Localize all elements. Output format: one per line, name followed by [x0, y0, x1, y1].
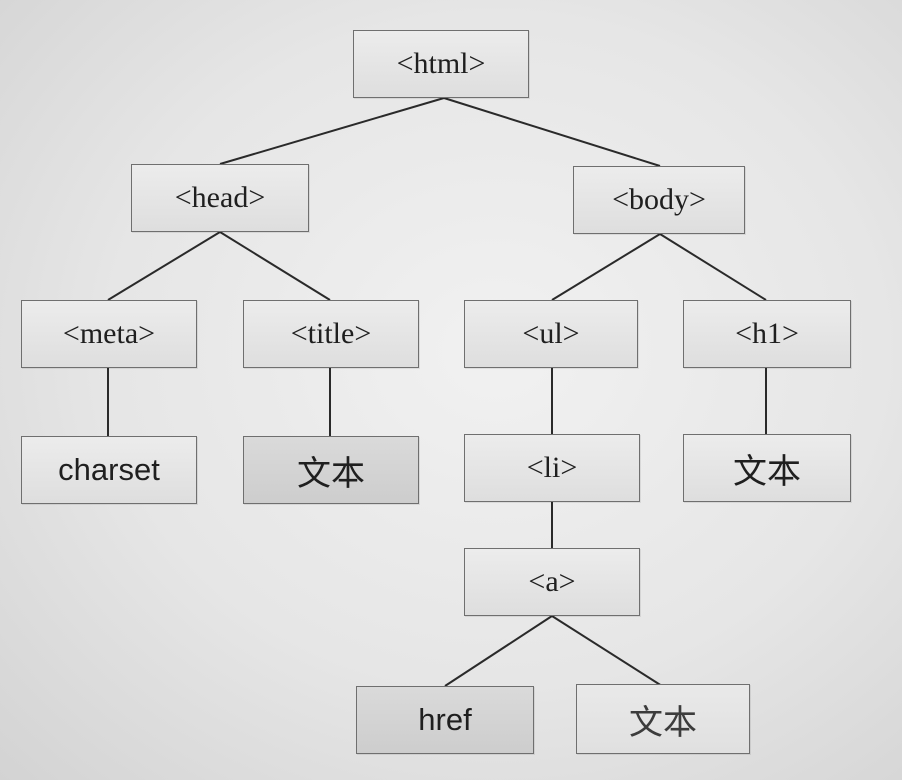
node-li: <li> [464, 434, 640, 502]
node-href-label: href [418, 702, 472, 737]
node-charset-label: charset [58, 452, 160, 487]
node-title-text-label: 文本 [297, 453, 365, 494]
node-a-text-label: 文本 [629, 702, 697, 743]
edge-a-href [444, 615, 553, 687]
node-h1-text-label: 文本 [733, 451, 801, 492]
node-html-label: <html> [396, 47, 486, 80]
node-head: <head> [131, 164, 309, 232]
node-title-text: 文本 [243, 436, 419, 504]
node-html: <html> [353, 30, 529, 98]
node-li-label: <li> [526, 451, 578, 484]
node-charset: charset [21, 436, 197, 504]
node-body-label: <body> [612, 183, 706, 216]
node-h1-text: 文本 [683, 434, 851, 502]
node-ul: <ul> [464, 300, 638, 368]
node-href: href [356, 686, 534, 754]
node-title: <title> [243, 300, 419, 368]
edge-a-text [551, 615, 663, 687]
node-a: <a> [464, 548, 640, 616]
edge-html-body [443, 97, 661, 167]
node-meta: <meta> [21, 300, 197, 368]
edge-head-meta [107, 231, 221, 301]
node-a-label: <a> [528, 565, 576, 598]
edge-body-ul [551, 233, 661, 301]
node-meta-label: <meta> [62, 317, 156, 350]
node-a-text: 文本 [576, 684, 750, 754]
edge-html-head [219, 97, 445, 165]
node-title-label: <title> [290, 317, 372, 350]
node-body: <body> [573, 166, 745, 234]
node-h1: <h1> [683, 300, 851, 368]
edge-body-h1 [659, 233, 767, 301]
edge-head-title [219, 231, 331, 301]
node-h1-label: <h1> [735, 317, 799, 350]
node-head-label: <head> [174, 181, 266, 214]
node-ul-label: <ul> [522, 317, 580, 350]
